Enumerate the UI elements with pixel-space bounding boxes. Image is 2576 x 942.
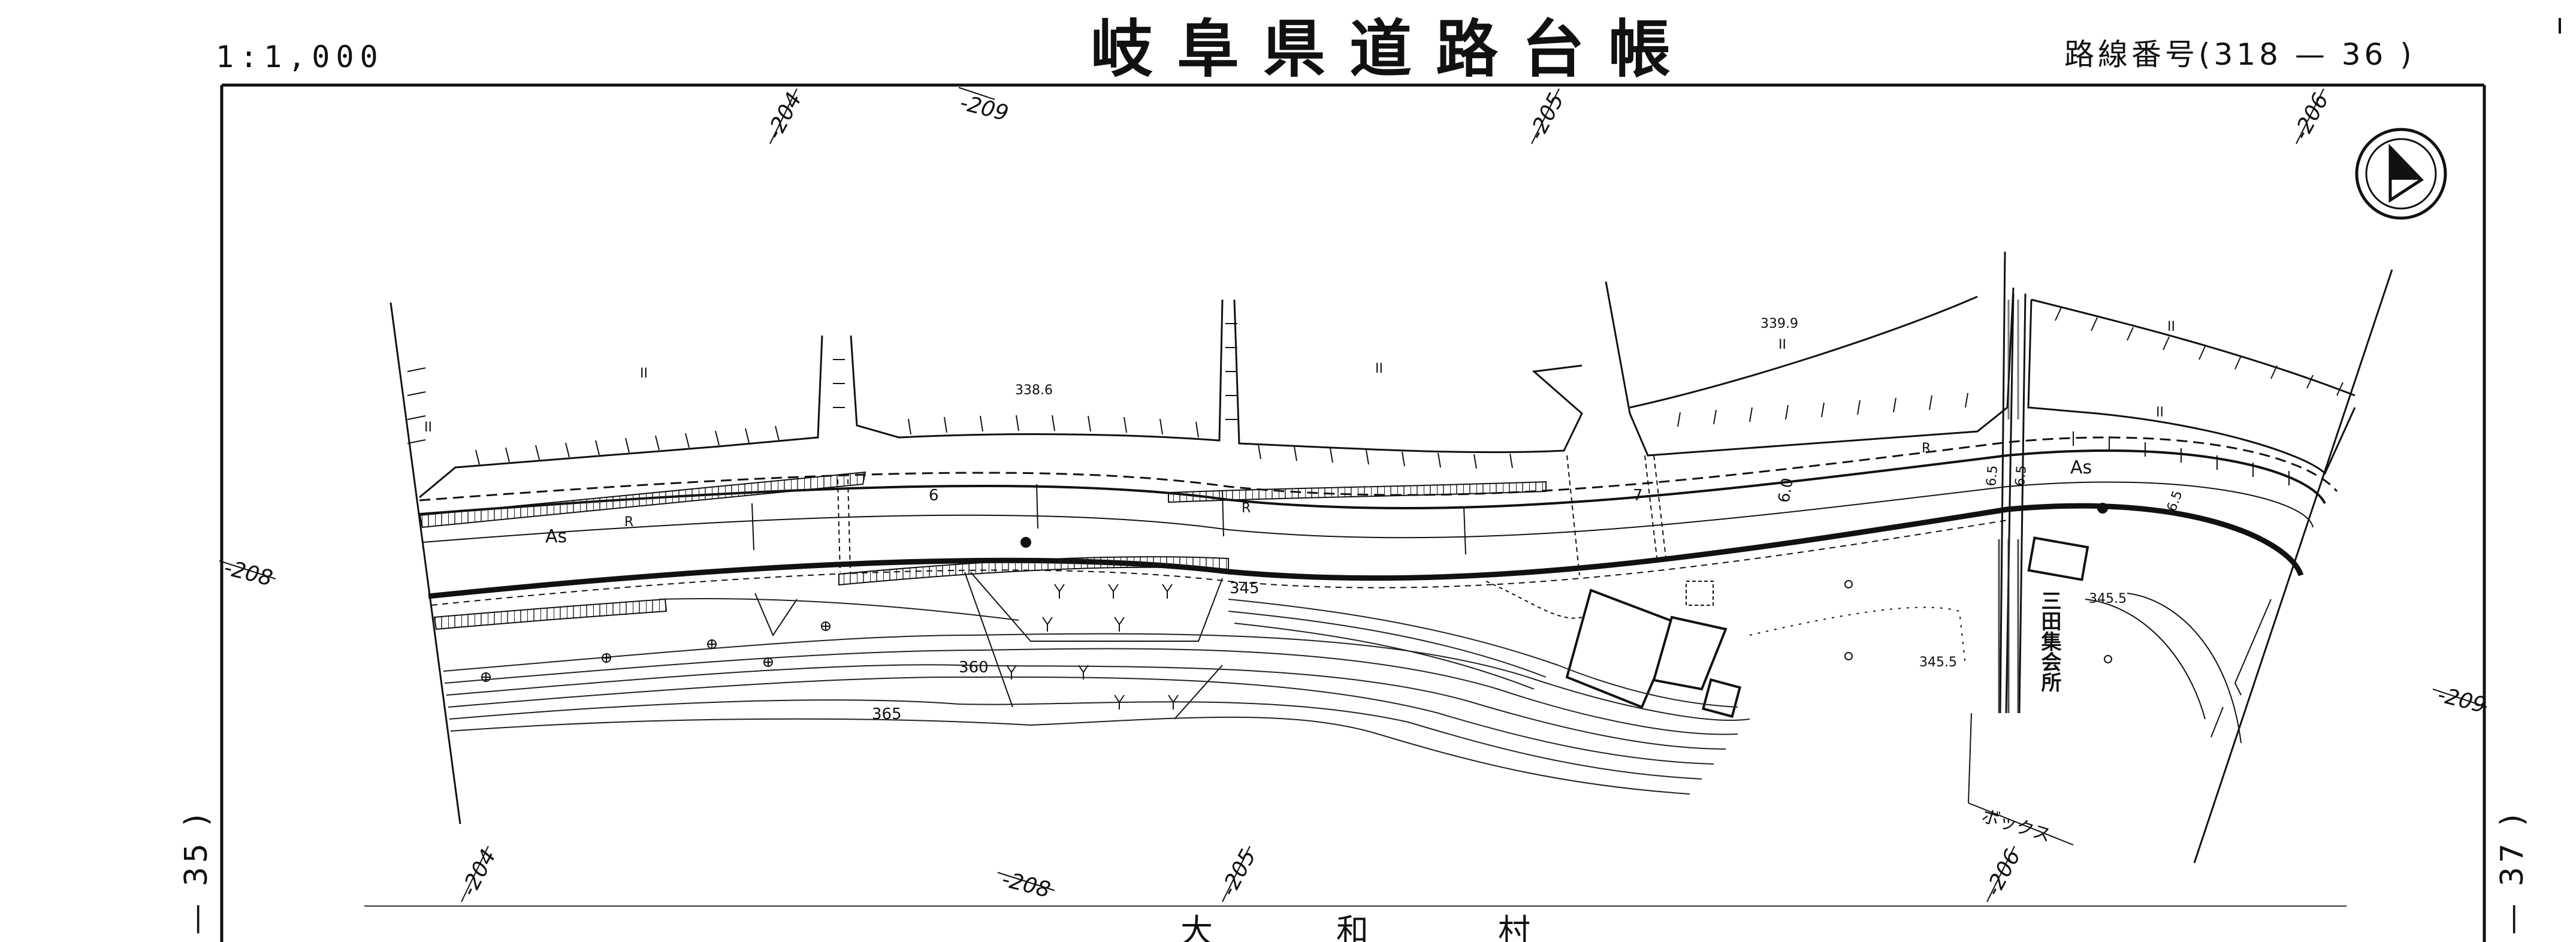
field-mark-3: II (1375, 361, 1383, 376)
field-mark-5: II (2156, 405, 2164, 420)
grid-label-bottom-2: -208 (999, 867, 1053, 903)
width-label-4: 6.5 (1984, 464, 2001, 487)
fence-lines (419, 281, 2356, 499)
building-main (1565, 588, 1680, 709)
grid-label-bottom-3: -205 (1216, 846, 1261, 900)
width-arrows (751, 484, 1466, 555)
slope-vegetation-marks (1006, 584, 1179, 709)
right-sheet-ref: — 37 ) (2495, 810, 2530, 935)
road-cross-ties (837, 455, 1666, 576)
culvert-hatch (1995, 539, 2019, 713)
building-annex (1652, 615, 1728, 691)
map-symbols (481, 503, 2112, 682)
surface-label-east: As (2070, 457, 2092, 478)
grid-label-left: -208 (222, 555, 275, 591)
community-hall-building (2027, 536, 2089, 581)
spot-height-4: 345.5 (2089, 591, 2127, 606)
width-label-1: 6 (929, 487, 939, 505)
pavement-mark-2: R (1242, 501, 1251, 516)
culvert-hatch-north (2001, 300, 2019, 419)
village-char-2: 和 (1336, 912, 1369, 942)
field-mark-6: II (2167, 319, 2175, 334)
contour-label-365: 365 (872, 705, 902, 723)
left-sheet-ref: — 35 ) (179, 810, 215, 935)
buildings (1565, 536, 2089, 718)
contour-lines (443, 598, 1750, 795)
box-culvert-leader (1968, 802, 2074, 846)
north-arrow-icon (2355, 128, 2447, 220)
grid-label-bottom-4: -206 (1981, 846, 2026, 900)
village-name: 大 和 村 (1180, 912, 1530, 942)
grid-label-top-1: -204 (762, 89, 807, 143)
grid-label-top-4: -206 (2289, 89, 2334, 144)
map-frame (220, 83, 2486, 942)
pavement-mark-1: R (624, 515, 633, 530)
shed (1686, 581, 1714, 606)
width-label-6: 6.5 (2164, 489, 2185, 514)
spot-height-1: 338.6 (1015, 383, 1053, 398)
box-culvert-leader-vertical (1968, 712, 1972, 804)
field-boundaries (1485, 581, 2272, 744)
community-hall-label: 三田集会所 (2037, 590, 2062, 693)
pavement-mark-3: R (1922, 441, 1931, 456)
map-labels: As As R R R II II II II II II 6 7 6.0 6.… (424, 316, 2186, 846)
width-label-5: 6.5 (2013, 464, 2030, 487)
village-char-1: 大 (1180, 912, 1213, 942)
scale-label: 1:1,000 (216, 40, 384, 74)
grid-label-bottom-1: -204 (457, 846, 502, 900)
spot-height-2: 339.9 (1760, 316, 1798, 331)
field-mark-1: II (424, 420, 432, 435)
grid-label-top-2: -209 (958, 90, 1011, 126)
contour-label-345: 345 (1230, 579, 1260, 597)
width-label-3: 6.0 (1775, 476, 1797, 504)
building-small (1701, 678, 1742, 718)
spot-height-3: 345.5 (1919, 655, 1957, 670)
slope-area (754, 572, 1223, 720)
contour-label-360: 360 (959, 659, 989, 677)
fence-ticks (407, 307, 2344, 485)
guard-rails (419, 471, 1547, 630)
width-label-2: 7 (1633, 487, 1643, 505)
field-mark-4: II (1778, 337, 1786, 352)
surface-label-west: As (545, 526, 567, 547)
box-culvert-label: ボックス (1979, 805, 2053, 846)
village-char-3: 村 (1498, 912, 1530, 942)
map-title: 岐阜県道路台帳 (1091, 12, 1695, 86)
grid-label-top-3: -205 (1524, 89, 1569, 144)
route-number: 路線番号(318 — 36 ) (2064, 37, 2415, 72)
road (419, 436, 2338, 606)
grid-label-right: -209 (2435, 683, 2489, 718)
sheet-boundary-lines (389, 269, 2393, 864)
field-mark-2: II (640, 366, 648, 381)
